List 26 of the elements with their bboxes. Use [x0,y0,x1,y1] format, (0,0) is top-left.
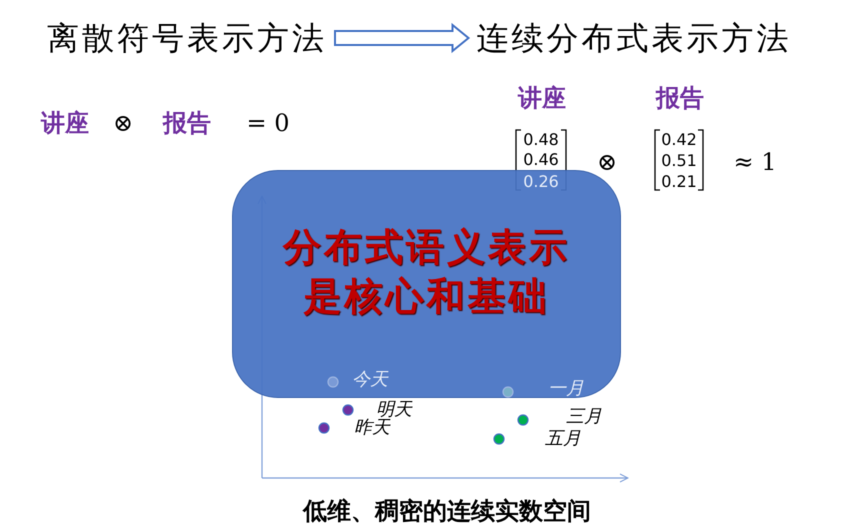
point-label: 一月 [548,380,584,398]
word-label: 讲座 [41,111,89,135]
vector-value: 0.46 [523,152,559,168]
point-label: 今天 [352,371,388,389]
formula-text: ≈ 1 [734,150,776,174]
highlight-text: 分布式语义表示是核心和基础 [282,222,571,320]
formula-text: = 0 [246,111,290,135]
vector-value: 0.21 [661,174,697,190]
title-text: 连续分布式表示方法 [476,22,792,54]
axis-caption: 低维、稠密的连续实数空间 [303,499,591,523]
block-arrow [334,22,470,54]
vector-value: 0.51 [661,153,697,169]
title-text: 离散符号表示方法 [47,22,327,54]
word-label: 报告 [656,86,704,110]
word-label: 报告 [163,111,211,135]
point-label: 昨天 [354,419,390,437]
vector-value: 0.48 [523,132,559,148]
point-label: 五月 [545,430,581,448]
point-label: 明天 [376,401,412,419]
point-label: 三月 [566,408,602,426]
vector-value: 0.26 [523,174,559,190]
overlay-box [232,170,621,398]
vector-value: 0.42 [661,132,697,148]
word-label: 讲座 [518,86,566,110]
operator-symbol: ⊗ [596,150,618,174]
operator-symbol: ⊗ [112,111,134,135]
